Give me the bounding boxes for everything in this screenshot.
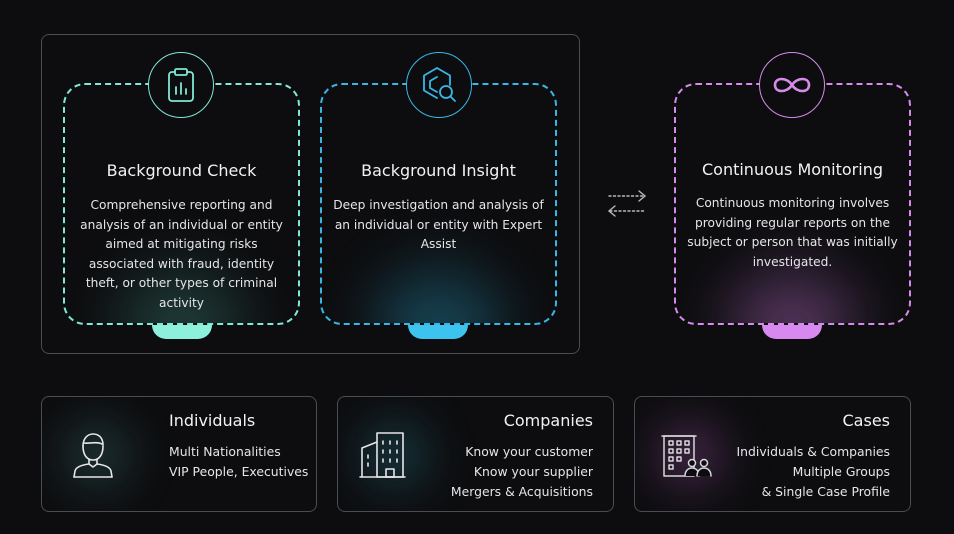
list-item: VIP People, Executives <box>169 464 309 479</box>
services-group-frame <box>41 34 580 354</box>
background-insight-title: Background Insight <box>361 161 516 180</box>
companies-title: Companies <box>503 411 593 430</box>
individuals-title: Individuals <box>169 411 256 430</box>
feature-glow <box>635 400 745 510</box>
cases-lines: Individuals & Companies Multiple Groups … <box>737 442 890 502</box>
companies-feature-card[interactable]: Companies Know your customer Know your s… <box>337 396 614 512</box>
cases-feature-card[interactable]: Cases Individuals & Companies Multiple G… <box>634 396 911 512</box>
list-item: Multiple Groups <box>792 464 890 479</box>
feature-glow <box>340 400 450 510</box>
background-check-card[interactable]: Background Check Comprehensive reporting… <box>63 83 300 325</box>
teal-half-disc <box>152 325 212 339</box>
list-item: Mergers & Acquisitions <box>450 484 593 499</box>
companies-lines: Know your customer Know your supplier Me… <box>451 442 593 502</box>
list-item: Know your supplier <box>473 464 593 479</box>
hexagon-search-icon <box>406 52 472 118</box>
card-glow <box>80 233 283 323</box>
background-insight-description: Deep investigation and analysis of an in… <box>333 198 544 251</box>
list-item: Individuals & Companies <box>736 444 890 459</box>
individuals-feature-card[interactable]: Individuals Multi Nationalities VIP Peop… <box>41 396 317 512</box>
background-check-description: Comprehensive reporting and analysis of … <box>80 198 283 310</box>
infinity-icon <box>759 52 825 118</box>
card-glow <box>337 233 540 323</box>
background-check-title: Background Check <box>106 161 257 180</box>
purple-half-disc <box>762 325 822 339</box>
continuous-monitoring-description: Continuous monitoring involves providing… <box>687 196 898 269</box>
card-glow <box>691 233 894 323</box>
blue-half-disc <box>408 325 468 339</box>
person-icon <box>73 433 113 478</box>
buildings-icon <box>359 432 406 478</box>
clipboard-chart-icon <box>148 52 214 118</box>
cases-title: Cases <box>842 411 891 430</box>
exchange-arrows-icon <box>607 190 647 217</box>
list-item: & Single Case Profile <box>761 484 890 499</box>
list-item: Multi Nationalities <box>169 444 281 459</box>
individuals-lines: Multi Nationalities VIP People, Executiv… <box>169 442 308 482</box>
building-people-icon <box>661 435 712 477</box>
feature-glow <box>42 400 152 510</box>
continuous-monitoring-title: Continuous Monitoring <box>701 160 883 179</box>
list-item: Know your customer <box>465 444 593 459</box>
continuous-monitoring-card[interactable]: Continuous Monitoring Continuous monitor… <box>674 83 911 325</box>
background-insight-card[interactable]: Background Insight Deep investigation an… <box>320 83 557 325</box>
